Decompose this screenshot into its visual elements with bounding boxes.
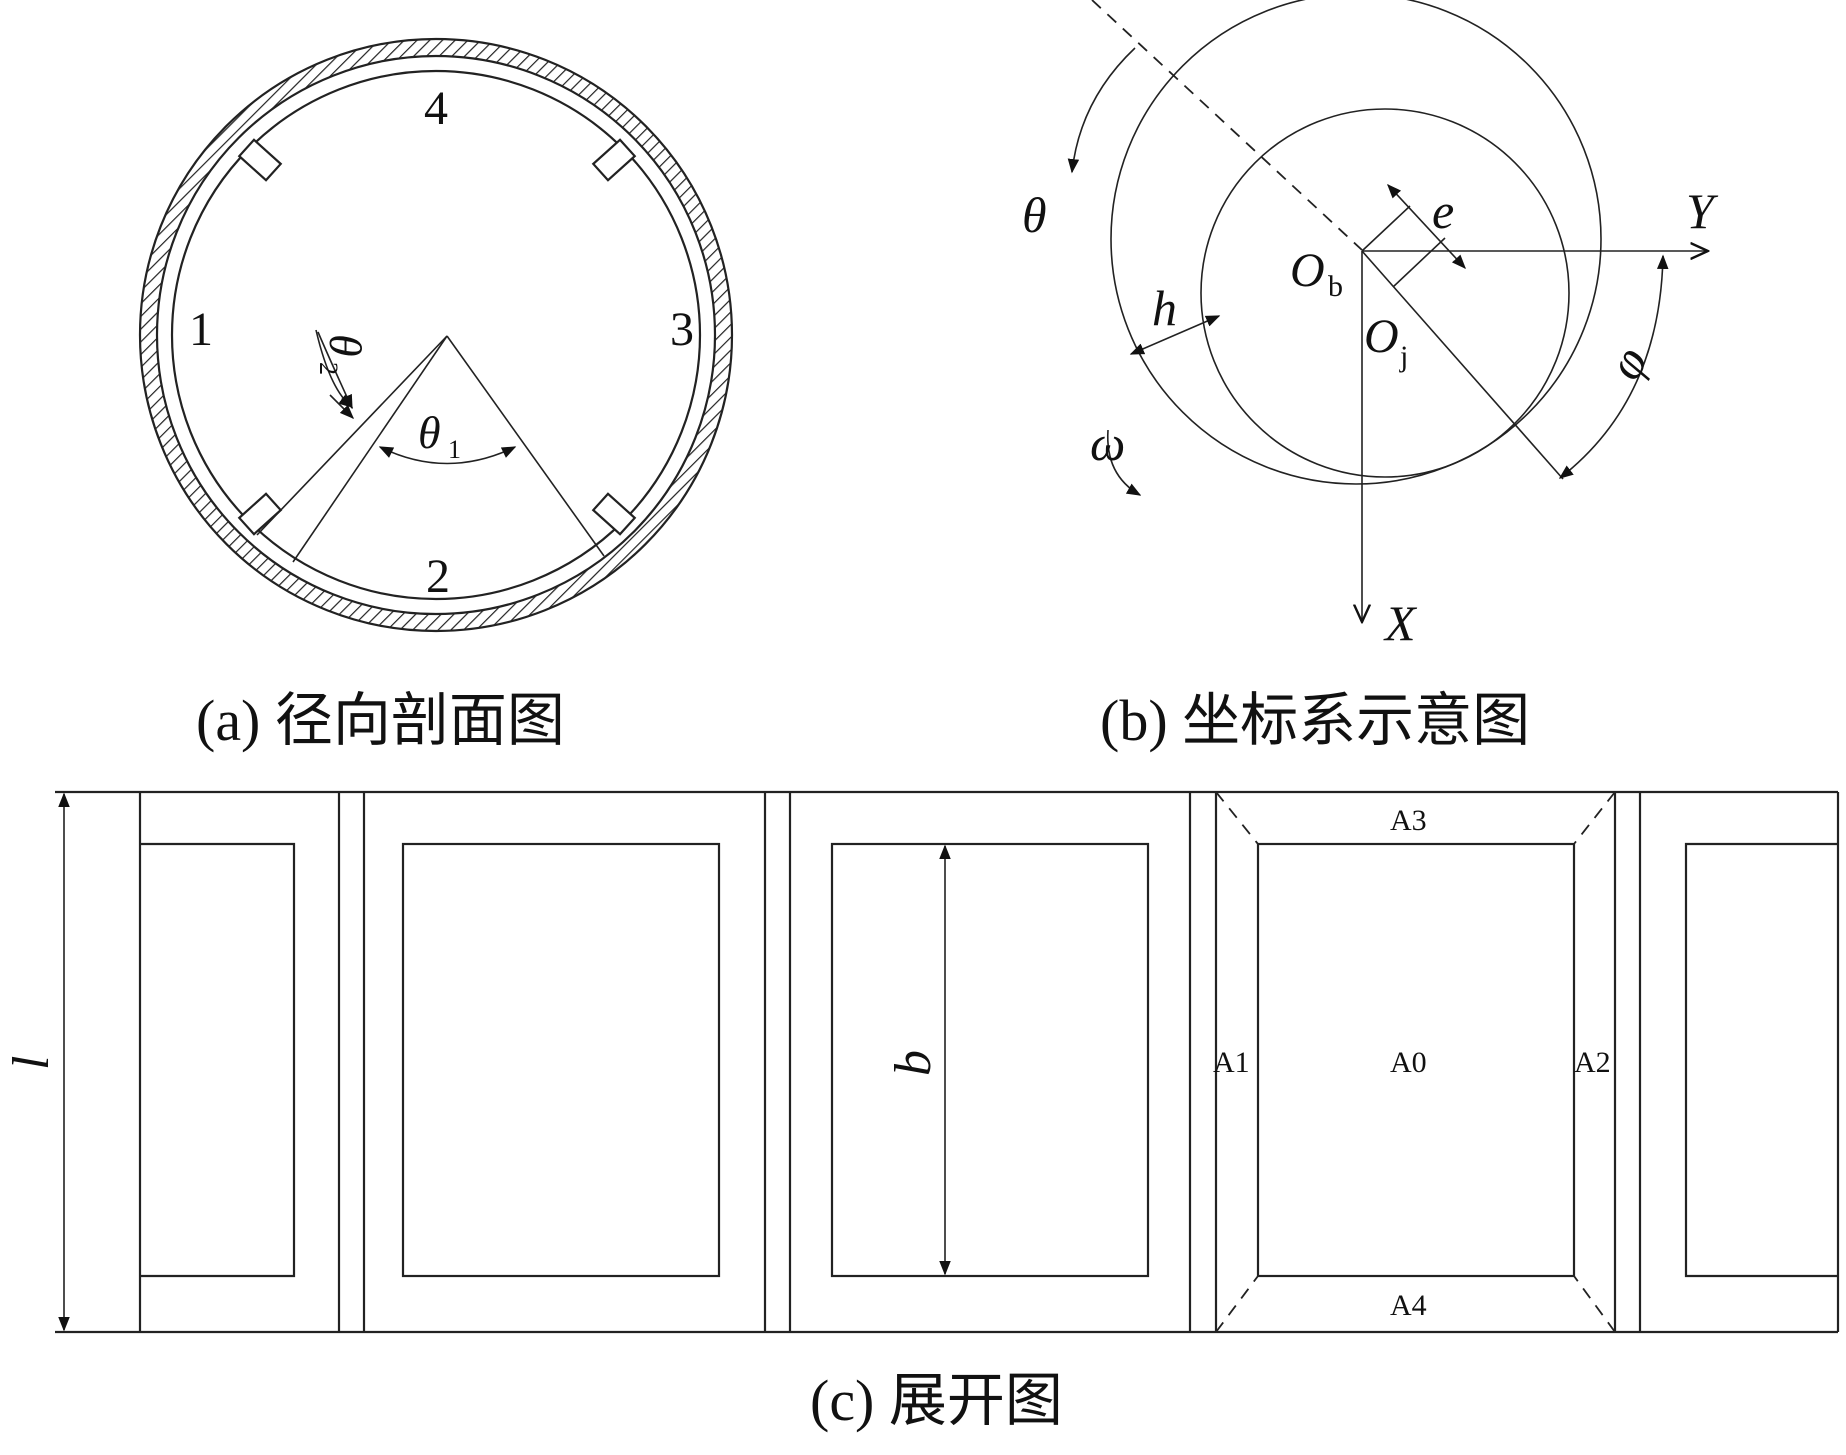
journal-circle — [1200, 108, 1570, 478]
pad-label-4: 4 — [424, 82, 448, 135]
pad-boundaries — [138, 792, 1642, 1332]
panel-c-unwrapped: l b A0 A1 A2 A3 A4 (c) 展开图 — [3, 790, 1840, 1433]
omega-arrow — [1106, 429, 1142, 496]
ob-label: O — [1290, 244, 1325, 297]
pockets — [140, 842, 1838, 1278]
pad-label-1: 1 — [189, 303, 213, 356]
pad-label-3: 3 — [670, 303, 694, 356]
region-a4: A4 — [1390, 1289, 1427, 1322]
pocket-diagonals — [1215, 791, 1616, 1333]
pad-inner-circle — [170, 69, 702, 601]
sector-line-left-outer — [256, 335, 448, 536]
sector-line-right — [446, 335, 605, 557]
ob-subscript: b — [1328, 270, 1343, 303]
theta1-subscript: 1 — [448, 435, 461, 464]
sector-line-left-inner — [292, 335, 448, 563]
e-ext-2 — [1392, 237, 1446, 288]
phi-arc — [1558, 254, 1669, 479]
l-label: l — [3, 1056, 60, 1070]
theta2-symbol: θ — [320, 334, 371, 357]
bearing-circle — [1110, 0, 1602, 485]
e-dim-line — [1387, 183, 1466, 270]
e-label: e — [1432, 183, 1454, 239]
theta-label: θ — [1022, 187, 1047, 243]
region-a0: A0 — [1390, 1046, 1427, 1079]
y-axis-label: Y — [1686, 183, 1719, 239]
oj-label: O — [1364, 310, 1399, 363]
h-label: h — [1152, 280, 1177, 336]
caption-a: (a) 径向剖面图 — [196, 688, 565, 753]
phi-ray — [1361, 250, 1564, 480]
bearing-shell-hatched — [138, 37, 734, 633]
theta1-symbol: θ — [418, 407, 441, 458]
dashed-centerline — [1091, 0, 1363, 251]
pad-label-2: 2 — [426, 550, 450, 603]
panel-a-radial-section: 1 2 3 4 θ 1 θ 2 (a) 径向剖面图 — [138, 37, 734, 753]
region-a2: A2 — [1574, 1046, 1611, 1079]
caption-b: (b) 坐标系示意图 — [1100, 688, 1530, 753]
caption-c: (c) 展开图 — [810, 1368, 1063, 1433]
theta2-subscript: 2 — [314, 362, 343, 375]
phi-label: φ — [1596, 337, 1658, 389]
omega-label: ω — [1090, 415, 1125, 471]
region-a1: A1 — [1213, 1046, 1250, 1079]
panel-b-coordinate-system: θ ω h e Y X φ O b O j (b) 坐标系示意图 — [1022, 0, 1719, 753]
region-a3: A3 — [1390, 804, 1427, 837]
b-label: b — [885, 1050, 942, 1076]
e-ext-1 — [1361, 205, 1411, 252]
theta1-arc — [378, 446, 517, 465]
x-axis-label: X — [1383, 595, 1418, 651]
h-dim-line — [1129, 315, 1221, 355]
theta-arrow — [1067, 47, 1136, 174]
oj-subscript: j — [1399, 340, 1408, 373]
theta2-leader — [317, 331, 353, 410]
theta2-arrow-left — [329, 394, 355, 420]
pad-grooves — [237, 138, 637, 536]
